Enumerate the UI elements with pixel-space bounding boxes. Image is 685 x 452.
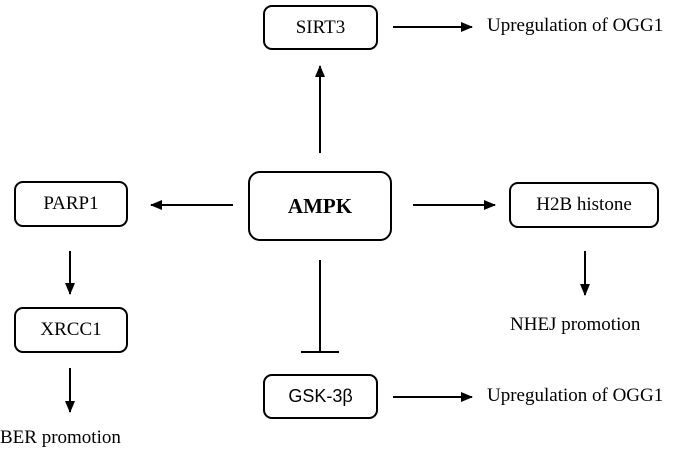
outcome-gsk3b-ogg1: Upregulation of OGG1 (487, 385, 664, 406)
node-ampk: AMPK (248, 171, 392, 241)
node-xrcc1: XRCC1 (14, 307, 128, 353)
node-parp1: PARP1 (14, 181, 128, 227)
outcome-sirt3-ogg1: Upregulation of OGG1 (487, 15, 664, 36)
node-gsk3b: GSK-3β (263, 374, 378, 419)
node-sirt3: SIRT3 (263, 5, 378, 50)
outcome-nhej-promotion: NHEJ promotion (510, 314, 641, 335)
outcome-ber-promotion: BER promotion (0, 427, 121, 448)
node-h2b-histone: H2B histone (509, 182, 659, 228)
